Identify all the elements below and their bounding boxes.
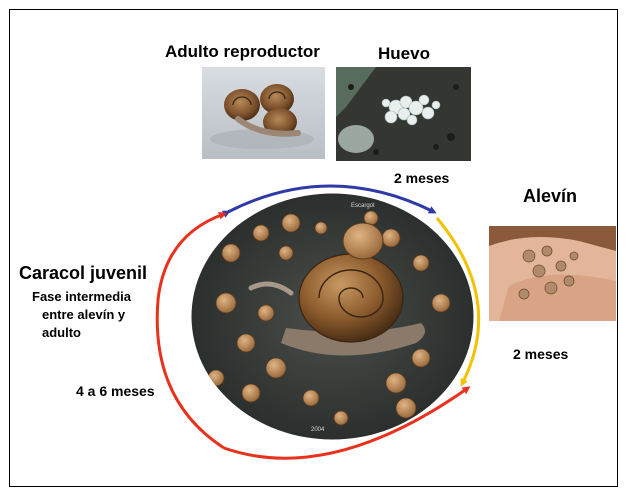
arrow-egg-adult [228, 186, 434, 212]
arrow-egg-to-hatchling [437, 218, 479, 384]
arrow-juvenile-to-adult [157, 214, 224, 448]
arrow-hatchling-to-juvenile [224, 388, 468, 458]
